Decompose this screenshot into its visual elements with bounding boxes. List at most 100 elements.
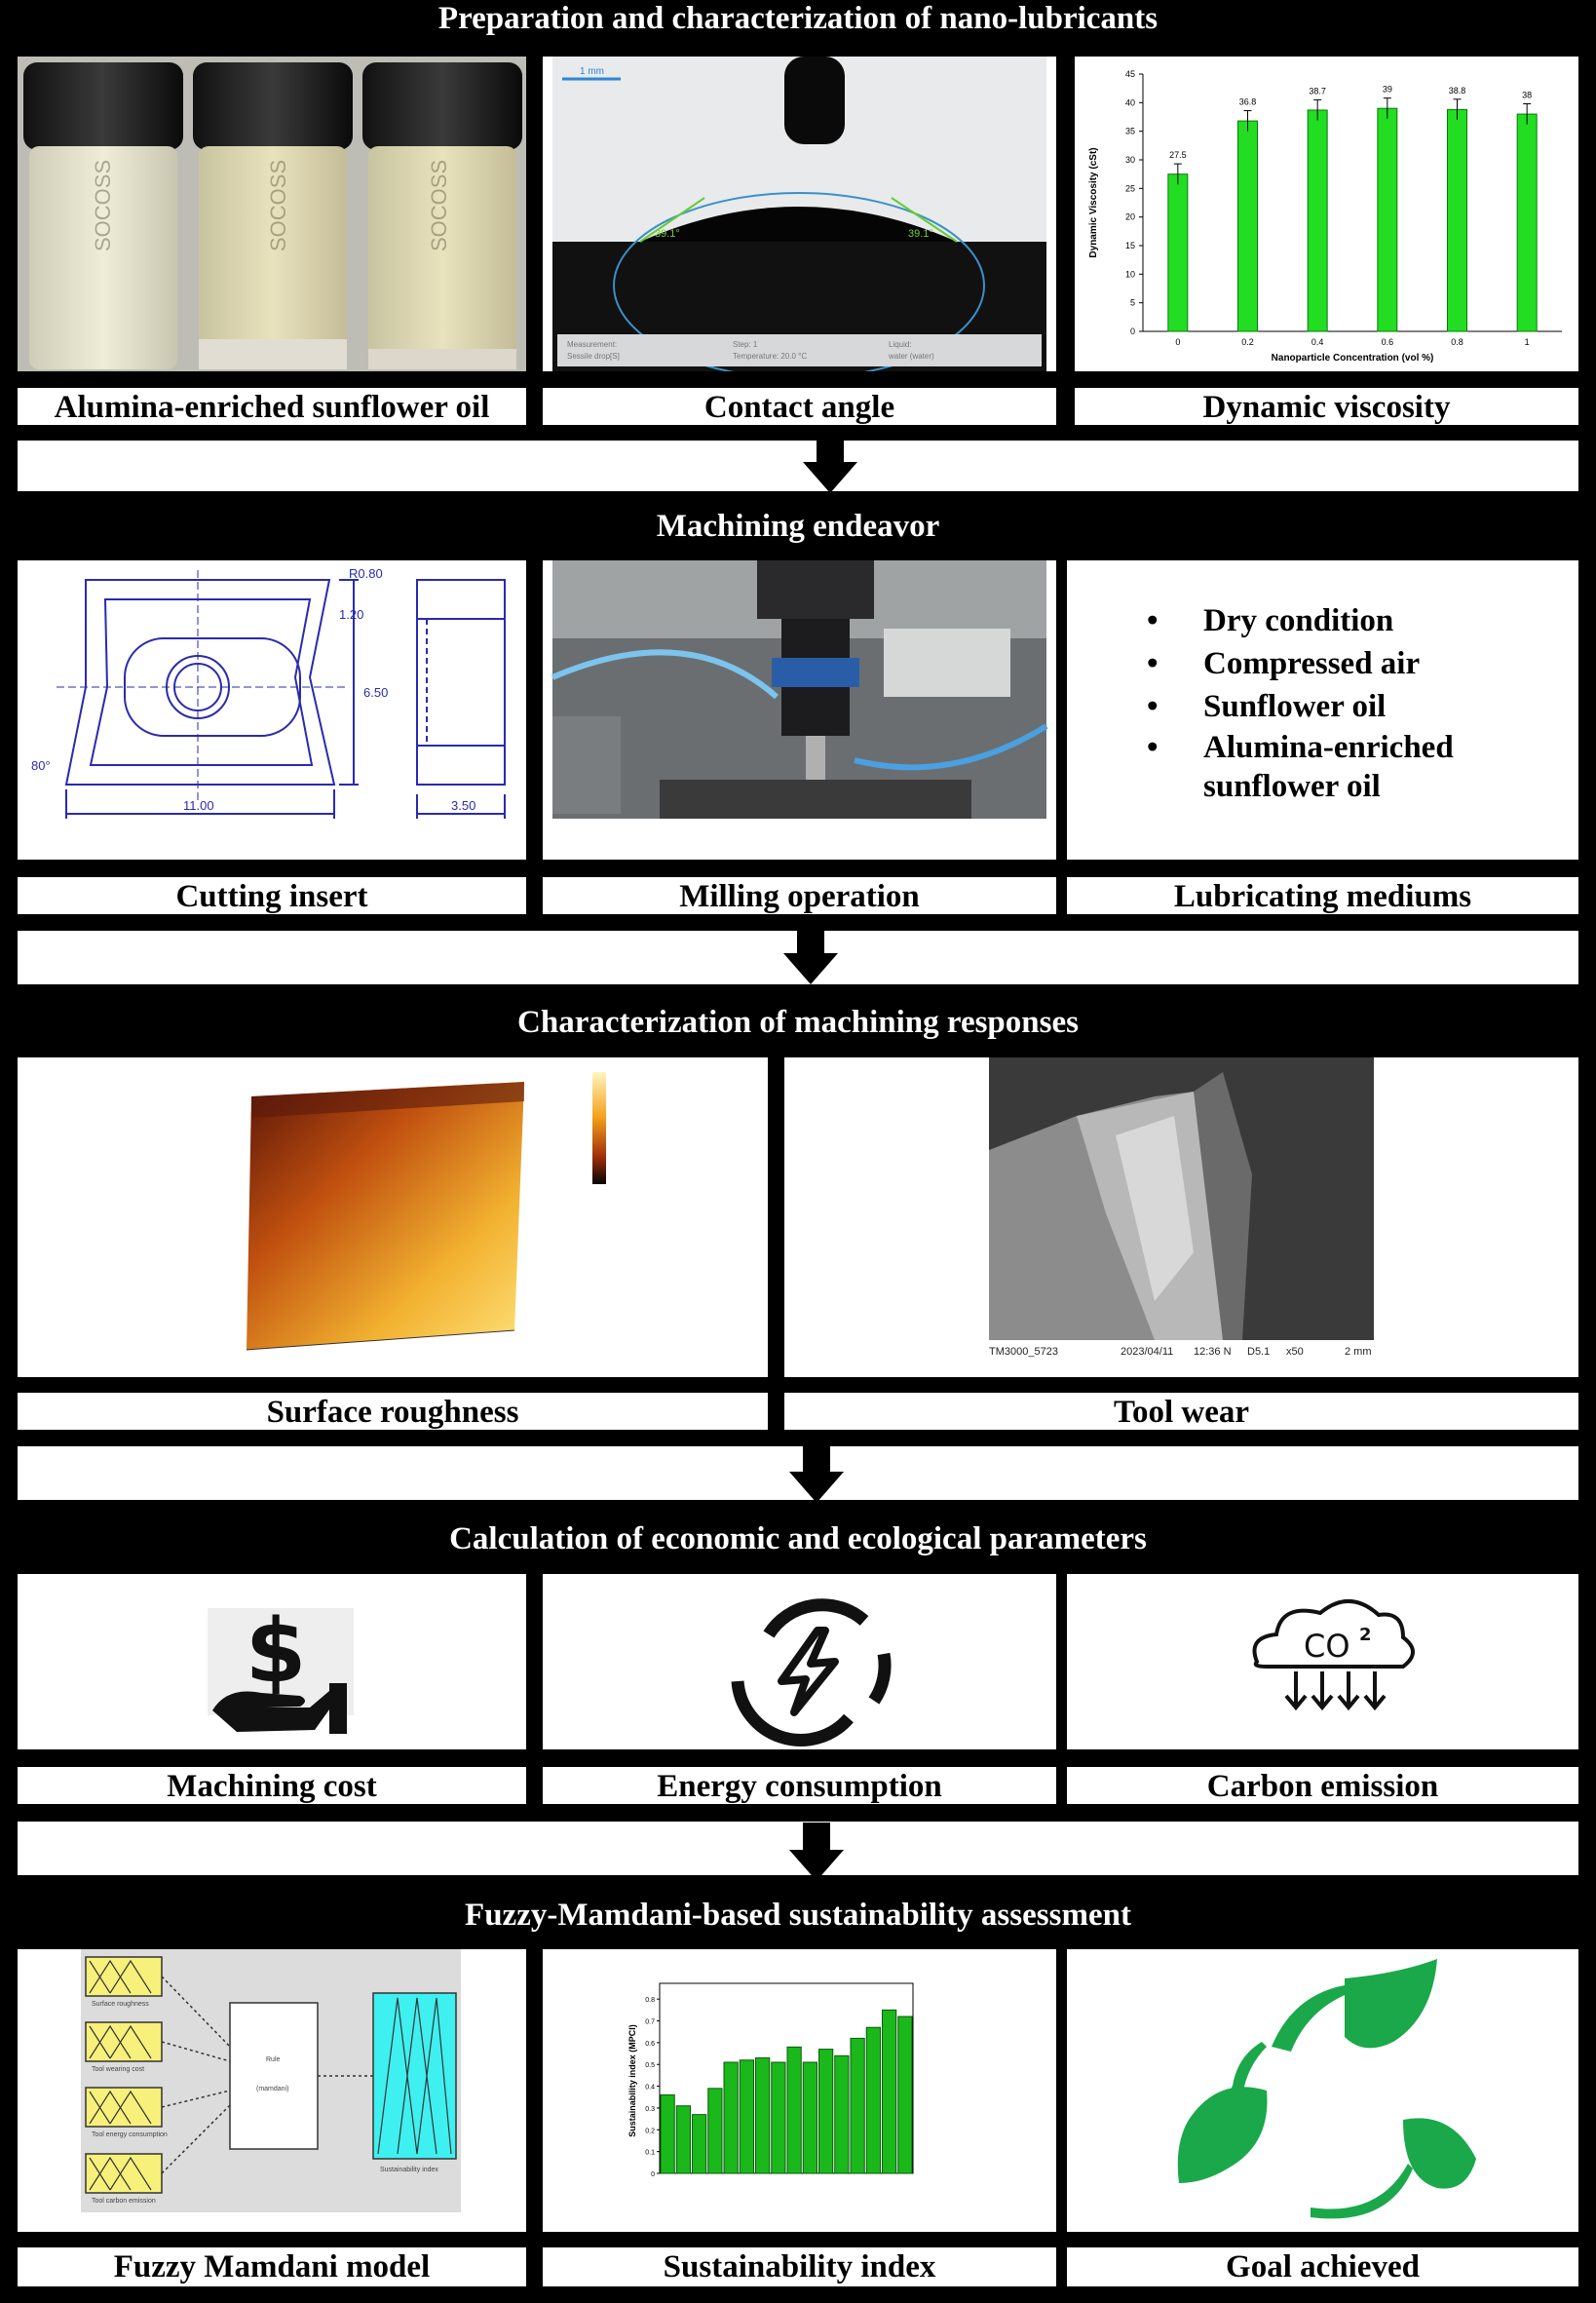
svg-text:SOCOSS: SOCOSS xyxy=(266,160,290,251)
y-tick-label: 10 xyxy=(1125,269,1135,279)
down-arrow-icon xyxy=(803,437,857,493)
medium-item: Alumina-enriched sunflower oil xyxy=(1145,728,1476,806)
down-arrow-icon xyxy=(789,1446,844,1503)
y-tick-label: 0 xyxy=(651,2171,655,2178)
vials-photo: SOCOSS SOCOSS SOCOSS xyxy=(18,57,526,371)
meta-measurement: Measurement: xyxy=(567,340,617,349)
caption-milling-operation: Milling operation xyxy=(543,877,1056,914)
meta-liquid-value: water (water) xyxy=(888,352,934,361)
bar xyxy=(802,2061,817,2174)
bar xyxy=(692,2114,707,2174)
caption-carbon-emission: Carbon emission xyxy=(1067,1767,1578,1804)
caption-cutting-insert: Cutting insert xyxy=(18,877,526,914)
caption-dynamic-viscosity: Dynamic viscosity xyxy=(1075,388,1578,425)
bar xyxy=(771,2061,786,2174)
mediums-list: Dry condition Compressed air Sunflower o… xyxy=(1145,599,1476,806)
bar xyxy=(818,2049,834,2174)
bar xyxy=(834,2054,850,2174)
x-tick-label: 1 xyxy=(1525,337,1530,347)
caption-sustainability-index: Sustainability index xyxy=(543,2247,1056,2286)
vials-illustration: SOCOSS SOCOSS SOCOSS xyxy=(18,57,526,371)
bar xyxy=(865,2026,881,2174)
droplet-illustration: 1 mm 39.1° 39.1° Measurement: Sessile dr… xyxy=(552,57,1046,371)
bar xyxy=(707,2088,723,2174)
bar xyxy=(1447,108,1467,332)
y-tick-label: 45 xyxy=(1125,69,1135,79)
tool-wear-sem: TM3000_5723 2023/04/11 12:36 N D5.1 x50 … xyxy=(989,1057,1374,1358)
data-label: 38.7 xyxy=(1309,86,1326,96)
sem-time: 12:36 N xyxy=(1194,1346,1232,1358)
lubricating-mediums-panel: Dry condition Compressed air Sunflower o… xyxy=(1067,560,1578,860)
sem-mag: x50 xyxy=(1286,1346,1304,1358)
spacer-1 xyxy=(18,441,1578,491)
roughness-3d-plot xyxy=(246,1072,606,1351)
sem-date: 2023/04/11 xyxy=(1121,1346,1173,1358)
y-tick-label: 0.5 xyxy=(645,2062,655,2069)
surface-roughness-image xyxy=(18,1057,768,1377)
x-tick-label: 0.6 xyxy=(1382,337,1394,347)
dim-angle: 80° xyxy=(31,758,51,773)
machining-cost-panel: $ xyxy=(18,1574,526,1749)
bar xyxy=(1237,120,1258,332)
sem-mode: D5.1 xyxy=(1247,1346,1270,1358)
fuzzy-input-label: Tool wearing cost xyxy=(92,2066,144,2073)
medium-item: Sunflower oil xyxy=(1145,685,1476,728)
cutting-insert-drawing: 11.00 6.50 3.50 1.20 R0.80 80° xyxy=(18,560,526,860)
svg-text:CO: CO xyxy=(1304,1628,1350,1665)
bar xyxy=(1307,109,1328,332)
bar xyxy=(1516,113,1538,332)
sem-scale: 2 mm xyxy=(1345,1346,1372,1358)
bar xyxy=(1167,173,1189,332)
fuzzy-input-label: Tool energy consumption xyxy=(92,2131,168,2138)
left-angle-label: 39.1° xyxy=(655,228,680,240)
y-tick-label: 15 xyxy=(1125,241,1135,250)
tool-wear-image: TM3000_5723 2023/04/11 12:36 N D5.1 x50 … xyxy=(784,1057,1578,1377)
fuzzy-output-label: Sustainability index xyxy=(380,2167,438,2173)
energy-bolt-icon xyxy=(731,1598,892,1746)
caption-contact-angle: Contact angle xyxy=(543,388,1056,425)
caption-lubricating-mediums: Lubricating mediums xyxy=(1067,877,1578,914)
energy-consumption-panel xyxy=(543,1574,1056,1749)
section-title-machining: Machining endeavor xyxy=(656,509,940,544)
caption-energy-consumption: Energy consumption xyxy=(543,1767,1056,1804)
goal-achieved-panel xyxy=(1067,1949,1578,2232)
section-title-economic: Calculation of economic and ecological p… xyxy=(449,1521,1147,1556)
y-tick-label: 0.3 xyxy=(645,2106,655,2113)
sustainability-chart: 00.10.20.30.40.50.60.70.8Sustainability … xyxy=(627,1982,914,2178)
bar xyxy=(660,2094,675,2174)
medium-item-label: Alumina-enriched sunflower oil xyxy=(1203,730,1454,804)
section-title-preparation: Preparation and characterization of nano… xyxy=(437,1,1159,36)
svg-text:SOCOSS: SOCOSS xyxy=(91,160,115,251)
bar xyxy=(882,2009,897,2174)
bar xyxy=(786,2046,802,2174)
caption-goal-achieved: Goal achieved xyxy=(1067,2247,1578,2286)
caption-fuzzy-model: Fuzzy Mamdani model xyxy=(18,2247,526,2286)
x-tick-label: 0.4 xyxy=(1311,337,1324,347)
section-title-responses: Characterization of machining responses xyxy=(517,1005,1079,1040)
caption-alumina-oil: Alumina-enriched sunflower oil xyxy=(18,388,526,425)
dim-width: 11.00 xyxy=(183,798,214,813)
y-axis-title: Dynamic Viscosity (cSt) xyxy=(1088,147,1099,257)
y-tick-label: 30 xyxy=(1125,155,1135,165)
bar xyxy=(850,2037,865,2174)
x-tick-label: 0.8 xyxy=(1451,337,1463,347)
bar xyxy=(755,2057,771,2174)
caption-machining-cost: Machining cost xyxy=(18,1767,526,1804)
y-tick-label: 40 xyxy=(1125,97,1135,107)
down-arrow-icon xyxy=(789,1823,844,1881)
co2-cloud-icon: CO 2 xyxy=(1252,1599,1415,1711)
dollar-hand-icon: $ xyxy=(208,1600,354,1734)
recycle-leaves-icon xyxy=(1177,1959,1476,2219)
caption-surface-roughness: Surface roughness xyxy=(18,1393,768,1430)
dim-top: 1.20 xyxy=(339,607,363,622)
fuzzy-box-text: Rule xyxy=(266,2056,281,2063)
dim-height: 6.50 xyxy=(363,685,388,700)
spacer-4 xyxy=(18,1822,1578,1875)
meta-liquid: Liquid: xyxy=(889,340,912,349)
sem-model: TM3000_5723 xyxy=(989,1346,1058,1358)
dim-side: 3.50 xyxy=(451,798,475,813)
svg-text:$: $ xyxy=(246,1600,307,1703)
